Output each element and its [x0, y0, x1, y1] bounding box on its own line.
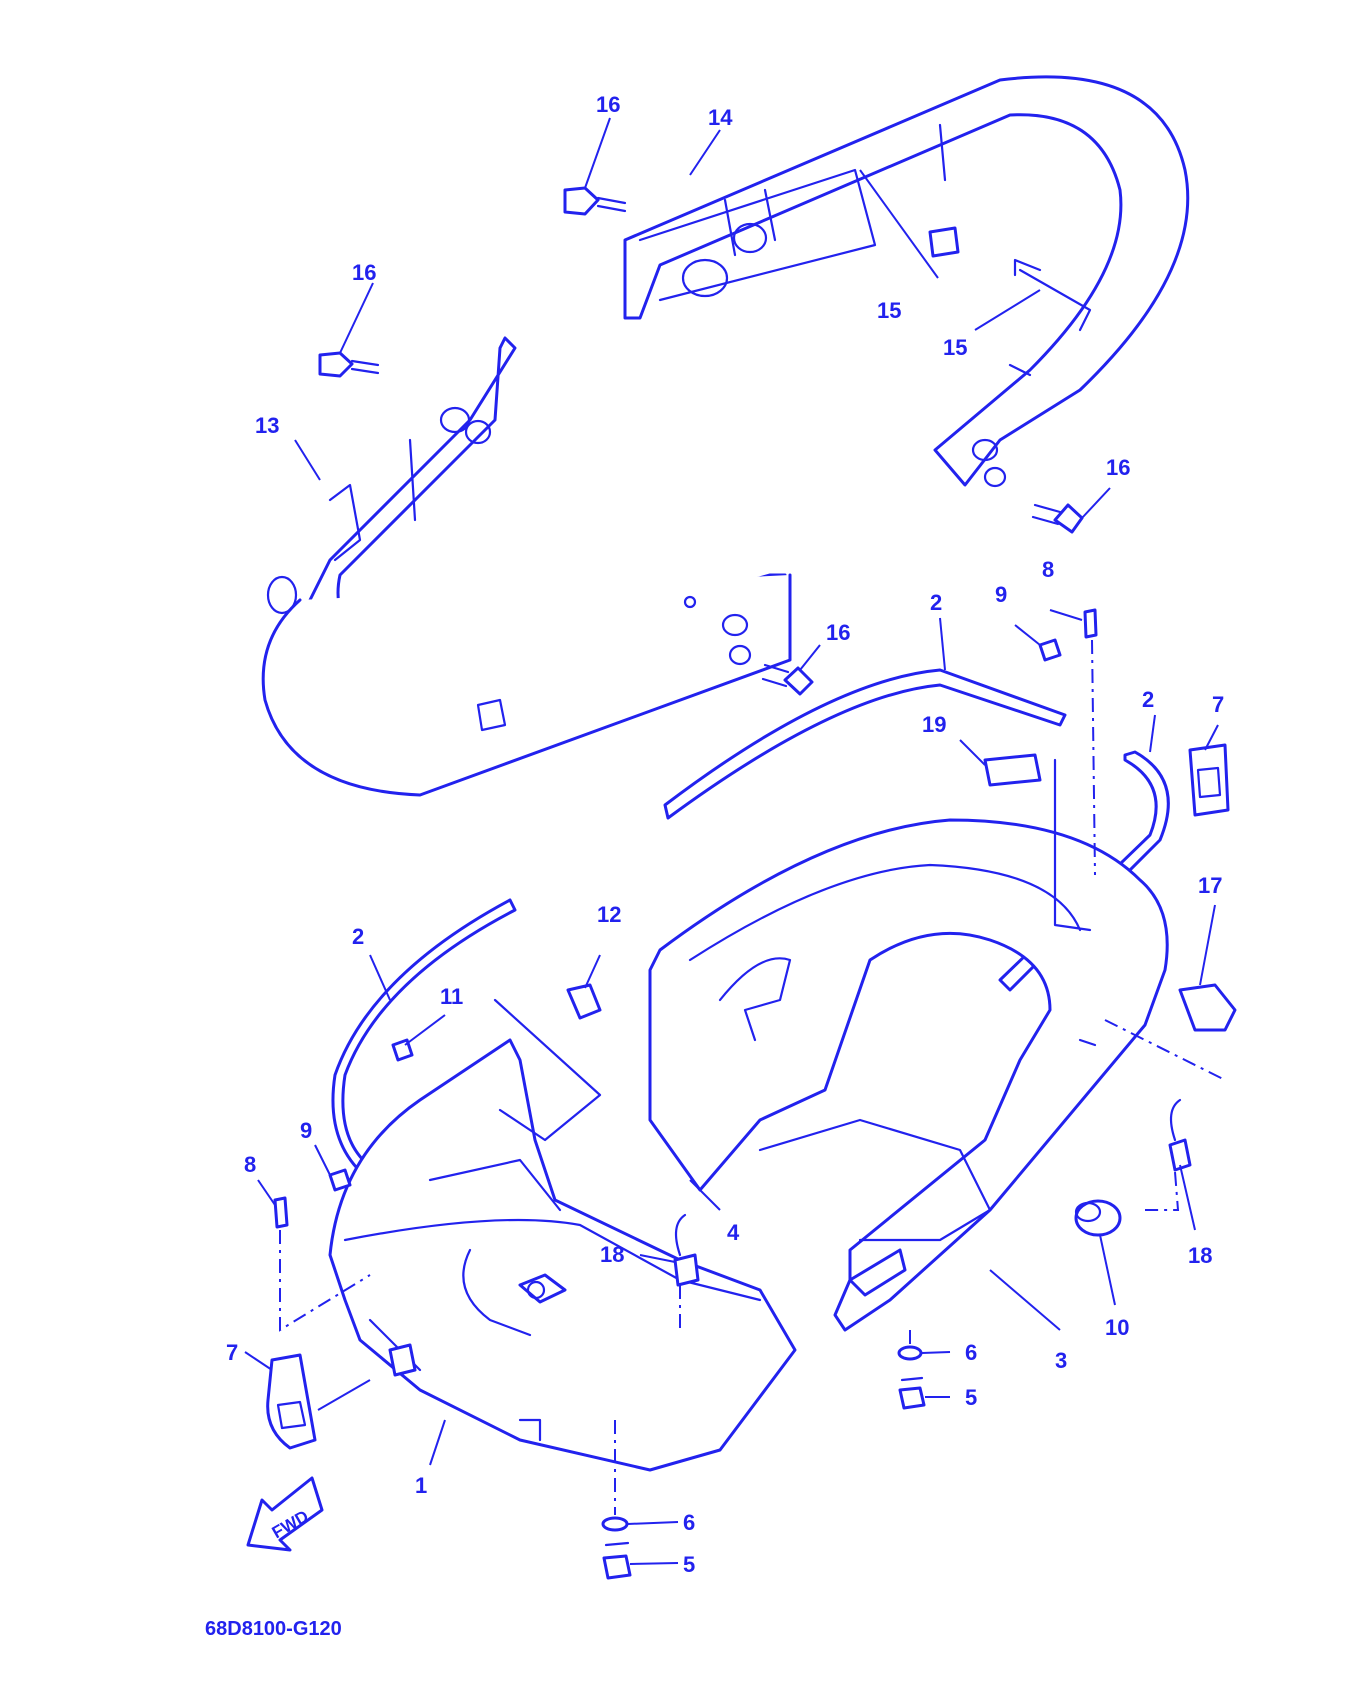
- callout-2: 2: [352, 924, 364, 949]
- callout-12: 12: [597, 902, 621, 927]
- callout-18: 18: [600, 1242, 624, 1267]
- callout-2: 2: [1142, 687, 1154, 712]
- fwd-arrow: FWD: [246, 1476, 324, 1552]
- hardware-bolts: [266, 186, 1237, 1580]
- callout-19: 19: [922, 712, 946, 737]
- callout-8: 8: [244, 1152, 256, 1177]
- callout-7: 7: [1212, 692, 1224, 717]
- callout-15: 15: [943, 335, 967, 360]
- part-2-seals: [331, 668, 1170, 1177]
- callout-17: 17: [1198, 873, 1222, 898]
- callout-6: 6: [965, 1340, 977, 1365]
- part-13-left-bracket: [261, 336, 792, 797]
- callout-5: 5: [683, 1552, 695, 1577]
- callout-4: 4: [727, 1220, 740, 1245]
- callout-2: 2: [930, 590, 942, 615]
- callout-9: 9: [995, 582, 1007, 607]
- callout-9: 9: [300, 1118, 312, 1143]
- callout-10: 10: [1105, 1315, 1129, 1340]
- callout-16: 16: [1106, 455, 1130, 480]
- callout-6: 6: [683, 1510, 695, 1535]
- callout-5: 5: [965, 1385, 977, 1410]
- callout-16: 16: [826, 620, 850, 645]
- part-code-label: 68D8100-G120: [205, 1618, 342, 1640]
- callout-1: 1: [415, 1473, 427, 1498]
- callout-13: 13: [255, 413, 279, 438]
- callout-18: 18: [1188, 1243, 1212, 1268]
- callout-8: 8: [1042, 557, 1054, 582]
- callout-16: 16: [596, 92, 620, 117]
- part-1-front-cowling: [328, 1038, 797, 1472]
- part-15-pads: [928, 226, 1042, 277]
- callout-11: 11: [440, 984, 463, 1009]
- callout-3: 3: [1055, 1348, 1067, 1373]
- part-3-4-bottom-cowling: [648, 818, 1169, 1332]
- callouts: 16 14 15 15 16 13 16 16 8 9 2 2 7 19 17 …: [226, 92, 1224, 1577]
- callout-16: 16: [352, 260, 376, 285]
- leader-lines: [244, 117, 1226, 1565]
- callout-7: 7: [226, 1340, 238, 1365]
- part-14-upper-bracket: [623, 75, 1190, 488]
- callout-15: 15: [877, 298, 901, 323]
- callout-14: 14: [708, 105, 733, 130]
